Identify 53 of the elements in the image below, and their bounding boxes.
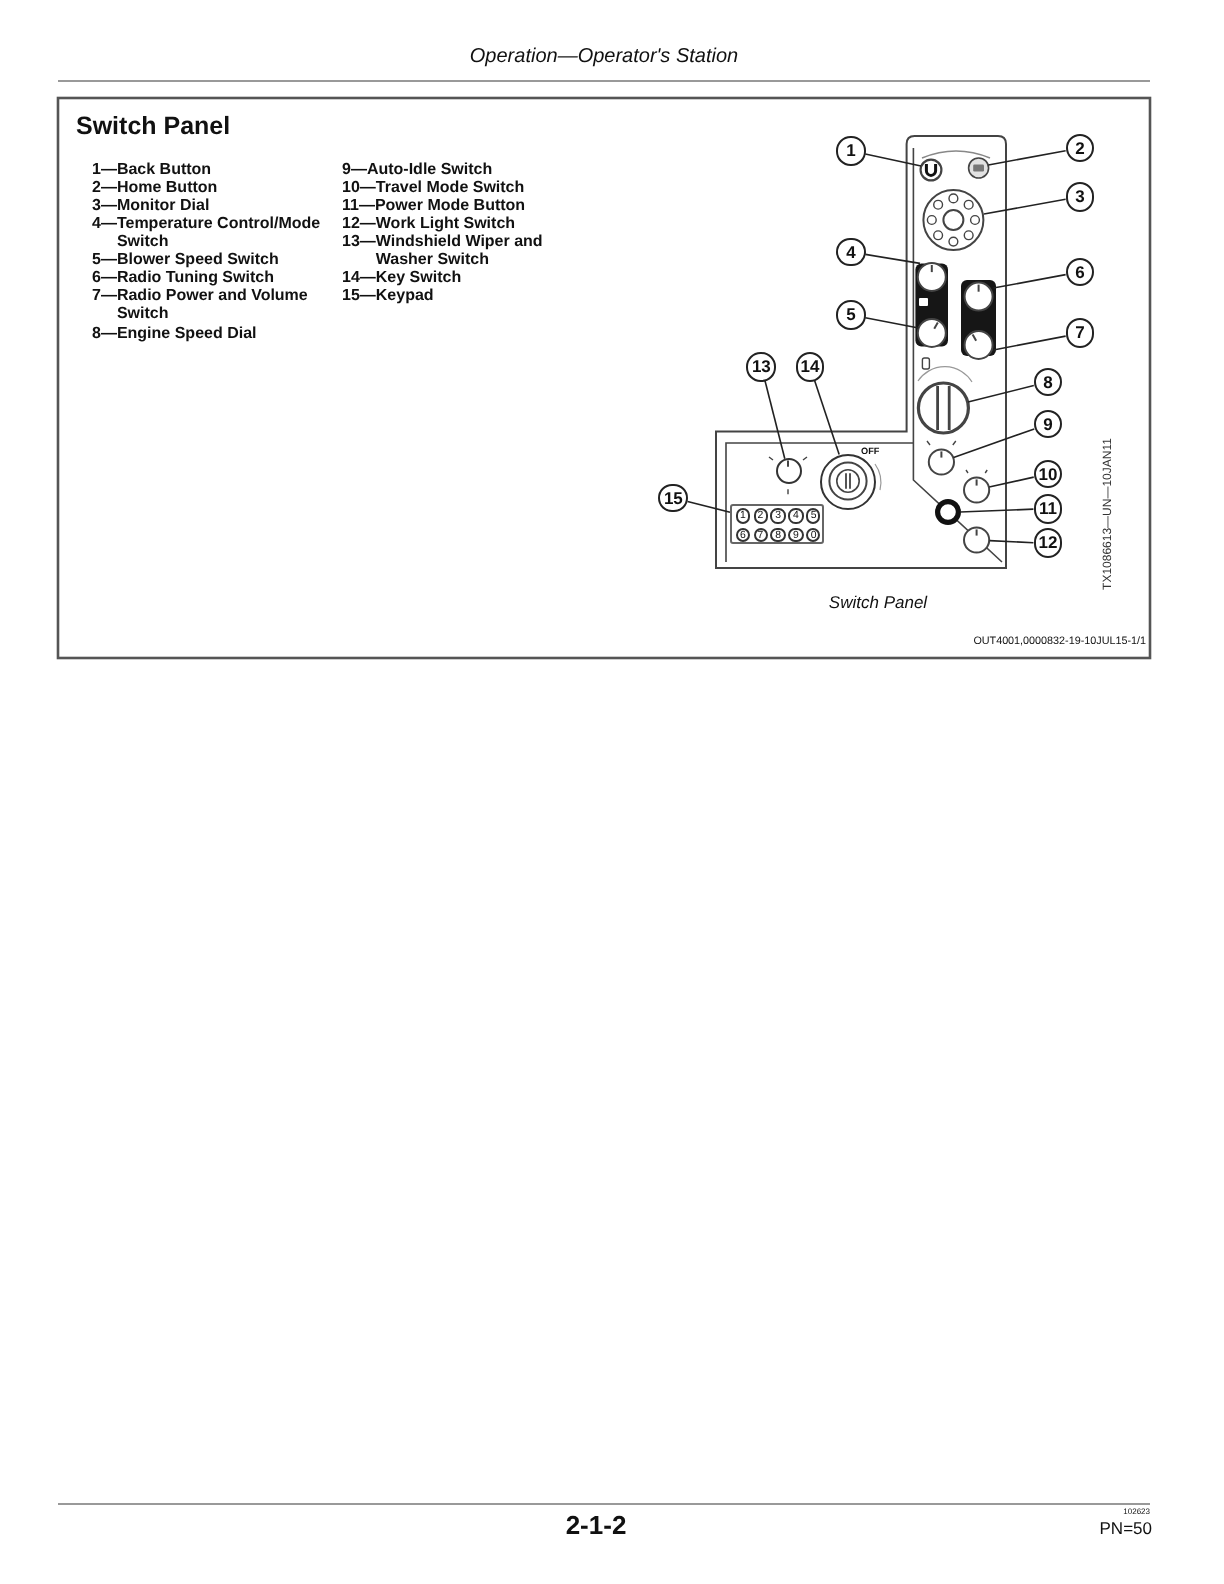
callout-number: 5 (836, 300, 866, 330)
page-number: 2-1-2 (565, 1512, 627, 1542)
callout-key-item: 6—Radio Tuning Switch (92, 268, 276, 287)
leader-line (987, 149, 1067, 166)
callout-number: 11 (1033, 494, 1063, 524)
leader-line (952, 428, 1036, 459)
leader-line (864, 253, 921, 265)
callout-key-item: 9—Auto-Idle Switch (342, 159, 495, 178)
leader-line (686, 500, 731, 513)
callout-number: 2 (1065, 133, 1095, 163)
callout-key-item: 1—Back Button (92, 159, 214, 178)
section-title: Switch Panel (76, 112, 231, 141)
leader-line (813, 379, 840, 456)
callout-key-item: 15—Keypad (342, 286, 436, 305)
callout-number: 15 (658, 483, 688, 513)
callout-key-item: 12—Work Light Switch (342, 214, 518, 233)
callout-number: 4 (836, 237, 866, 267)
callout-number: 10 (1033, 459, 1063, 489)
callout-number: 8 (1033, 367, 1063, 397)
callout-key-item: 7—Radio Power and Volume Switch (92, 286, 310, 323)
leader-line (988, 476, 1035, 488)
leader-line (983, 198, 1067, 215)
callout-key-item: 8—Engine Speed Dial (92, 323, 259, 342)
callout-number: 7 (1065, 318, 1095, 348)
page-code: PN=50 (1099, 1519, 1152, 1539)
leader-line (988, 539, 1035, 544)
callout-number: 9 (1033, 409, 1063, 439)
leader-line (992, 335, 1067, 351)
keypad (730, 504, 824, 544)
leader-line (864, 153, 922, 167)
callout-number: 1 (836, 136, 866, 166)
callout-key-item: 5—Blower Speed Switch (92, 250, 281, 269)
leader-line (959, 508, 1035, 513)
callout-number: 3 (1065, 182, 1095, 212)
callout-key-item: 4—Temperature Control/Mode Switch (92, 214, 323, 251)
callout-key-item: 13—Windshield Wiper and Washer Switch (342, 232, 545, 269)
callout-number: 14 (795, 352, 825, 382)
leader-line (992, 273, 1067, 289)
leader-line (864, 316, 920, 329)
page-header: Operation—Operator's Station (469, 46, 739, 69)
callout-key-item: 14—Key Switch (342, 268, 464, 287)
callout-key-item: 3—Monitor Dial (92, 195, 212, 215)
callout-key-item: 10—Travel Mode Switch (342, 177, 527, 196)
callout-number: 6 (1065, 257, 1095, 287)
callout-number: 13 (746, 352, 776, 382)
callout-key-item: 2—Home Button (92, 177, 220, 196)
leader-line (764, 379, 786, 460)
rotary-switch (775, 458, 801, 485)
leader-line (967, 384, 1035, 403)
callout-number: 12 (1033, 528, 1063, 558)
callout-key-item: 11—Power Mode Button (342, 195, 528, 215)
key-switch (820, 453, 876, 509)
figure-caption: Switch Panel (828, 594, 928, 614)
